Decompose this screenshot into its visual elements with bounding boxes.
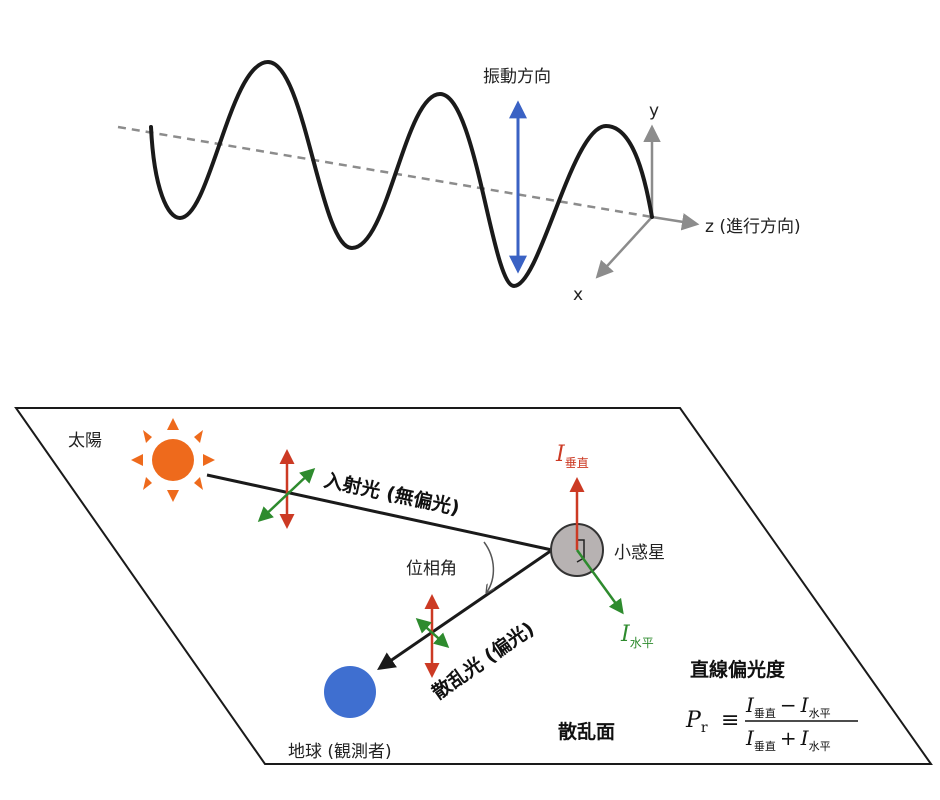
incident-horizontal-arrow bbox=[257, 467, 316, 523]
z-axis-arrow bbox=[651, 213, 700, 231]
i-vertical-label: I垂直 bbox=[555, 442, 589, 470]
scattered-horizontal-arrow bbox=[415, 617, 450, 649]
formula-title: 直線偏光度 bbox=[690, 658, 786, 681]
formula-numerator: I垂直−I水平 bbox=[745, 693, 831, 720]
propagation-axis-dashed bbox=[117, 125, 653, 219]
earth-label: 地球 (観測者) bbox=[288, 742, 392, 762]
light-wave-curve bbox=[149, 59, 654, 289]
x-axis-label: x bbox=[573, 285, 583, 305]
phase-angle-label: 位相角 bbox=[406, 559, 457, 579]
earth-icon bbox=[324, 666, 376, 718]
formula-lhs: Pr bbox=[685, 708, 708, 736]
scattering-plane bbox=[14, 407, 933, 765]
scattering-plane-label: 散乱面 bbox=[558, 720, 615, 743]
formula-equiv: ≡ bbox=[721, 708, 739, 733]
phase-angle-arc bbox=[483, 541, 493, 592]
scattered-ray bbox=[377, 548, 553, 671]
right-angle-mark bbox=[576, 539, 585, 563]
polarization-degree-formula: 直線偏光度 Pr ≡ I垂直−I水平 I垂直+I水平 bbox=[685, 658, 858, 753]
i-horizontal-label: I水平 bbox=[620, 622, 654, 650]
scattering-panel: 太陽 入射光 (無偏光) 散乱光 (偏光) 位相角 小惑星 I垂直 I水平 bbox=[14, 407, 933, 765]
asteroid-label: 小惑星 bbox=[614, 543, 665, 563]
vibration-direction-label: 振動方向 bbox=[483, 67, 551, 87]
wave-panel: 振動方向 y x z (進行方向) bbox=[117, 59, 801, 305]
sun-label: 太陽 bbox=[68, 431, 102, 451]
i-horizontal-arrow bbox=[575, 549, 624, 615]
formula-denominator: I垂直+I水平 bbox=[745, 726, 831, 753]
sun-icon bbox=[131, 418, 215, 502]
z-axis-label: z (進行方向) bbox=[705, 217, 801, 237]
y-axis-label: y bbox=[649, 101, 659, 121]
x-axis-arrow bbox=[595, 216, 653, 279]
